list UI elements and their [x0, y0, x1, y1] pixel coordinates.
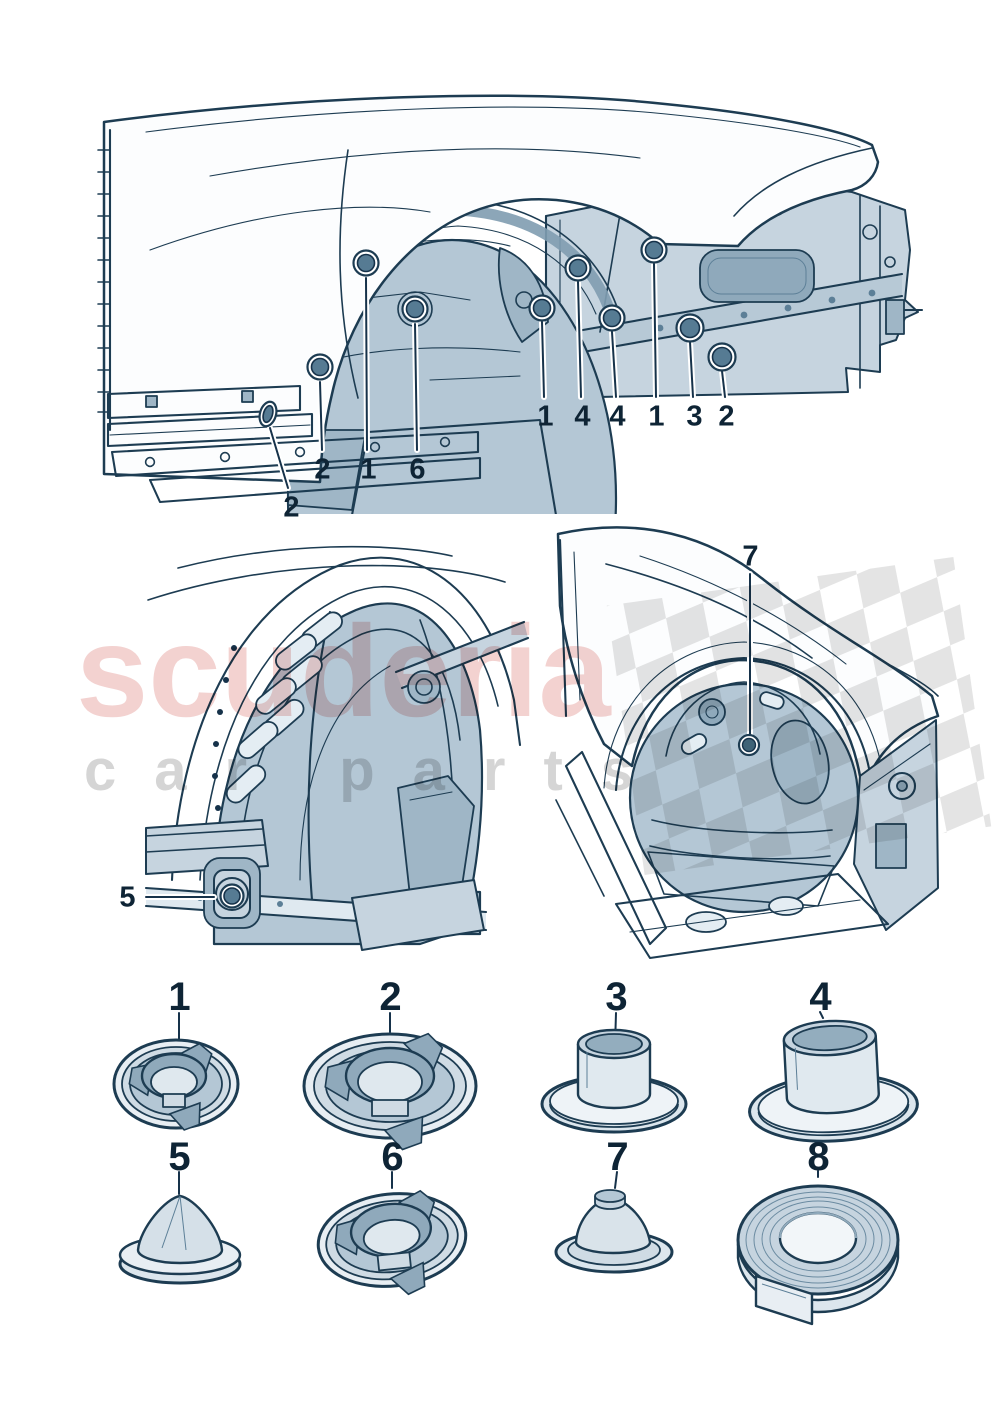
part-number-label-2: 2 — [379, 975, 401, 1019]
part-illustration-2 — [302, 1032, 478, 1151]
part-illustration-1 — [112, 1038, 240, 1131]
callout-label-1a: 1 — [360, 453, 376, 486]
part-number-label-1: 1 — [168, 975, 190, 1019]
part-illustration-8 — [736, 1184, 900, 1326]
left-detail-illustration — [143, 545, 530, 951]
callout-label-2a: 2 — [314, 453, 330, 486]
part-illustration-4 — [748, 1019, 919, 1143]
part-illustration-6 — [316, 1189, 468, 1296]
callout-label-7: 7 — [742, 540, 758, 573]
callout-label-1c: 1 — [648, 400, 664, 433]
callout-label-4b: 4 — [609, 400, 625, 433]
part-number-label-8: 8 — [807, 1135, 829, 1179]
callout-dot — [258, 236, 737, 428]
part-illustration-3 — [540, 1028, 688, 1134]
part-illustration-7 — [554, 1189, 674, 1274]
part-number-label-7: 7 — [606, 1135, 628, 1179]
part-illustration-5 — [118, 1194, 242, 1285]
main-view-callout-markers — [258, 236, 737, 491]
part-number-label-3: 3 — [605, 975, 627, 1019]
callout-label-6: 6 — [409, 453, 425, 486]
part-number-label-6: 6 — [381, 1135, 403, 1179]
callout-label-4a: 4 — [574, 400, 590, 433]
callout-label-1b: 1 — [537, 400, 553, 433]
right-detail-illustration — [555, 526, 940, 960]
callout-label-2c: 2 — [718, 400, 734, 433]
part-number-label-4: 4 — [809, 975, 831, 1019]
part-leader-lines — [178, 1011, 824, 1195]
callout-label-3: 3 — [686, 400, 702, 433]
callout-label-5: 5 — [119, 881, 135, 914]
part-number-label-5: 5 — [168, 1135, 190, 1179]
callout-label-2b: 2 — [283, 491, 299, 524]
